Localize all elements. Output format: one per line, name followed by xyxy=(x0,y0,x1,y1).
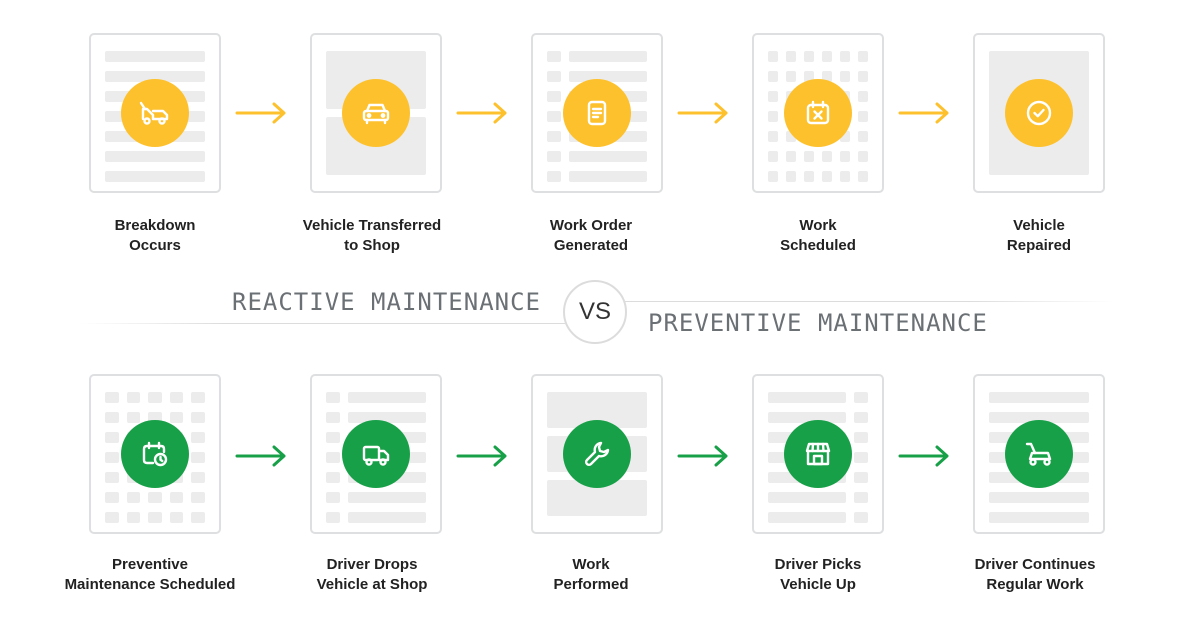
arrow-right-icon xyxy=(456,102,507,124)
vs-badge: VS xyxy=(563,280,627,344)
step-icon-badge xyxy=(784,420,852,488)
label-line: Work xyxy=(799,217,837,234)
calendar-x-icon xyxy=(806,100,830,125)
label-line: Work Order xyxy=(549,217,633,234)
step-icon-badge xyxy=(784,79,852,147)
arrow-right-icon xyxy=(677,102,728,124)
preventive-step-card-4 xyxy=(752,374,884,534)
label-line: Generated xyxy=(553,237,629,254)
tow-truck-icon xyxy=(139,101,169,125)
reactive-step-label-4: Work Scheduled xyxy=(713,216,923,256)
document-icon xyxy=(587,100,607,126)
divider-right xyxy=(625,301,1115,302)
storefront-icon xyxy=(805,442,831,466)
reactive-step-card-3 xyxy=(531,33,663,193)
label-line: Vehicle xyxy=(1013,217,1065,234)
preventive-step-label-2: Driver Drops Vehicle at Shop xyxy=(267,555,477,595)
label-line: Maintenance Scheduled xyxy=(64,576,236,593)
label-line: Vehicle Up xyxy=(780,576,856,593)
reactive-step-card-5 xyxy=(973,33,1105,193)
preventive-step-label-4: Driver Picks Vehicle Up xyxy=(713,555,923,595)
label-line: to Shop xyxy=(344,237,400,254)
label-line: Driver Continues xyxy=(974,556,1096,573)
arrow-right-icon xyxy=(677,445,728,467)
lawn-mower-icon xyxy=(1025,442,1052,466)
preventive-step-label-1: Preventive Maintenance Scheduled xyxy=(45,555,255,595)
truck-icon xyxy=(362,445,390,466)
preventive-step-card-5 xyxy=(973,374,1105,534)
preventive-step-card-1 xyxy=(89,374,221,534)
reactive-step-card-1 xyxy=(89,33,221,193)
preventive-step-label-5: Driver Continues Regular Work xyxy=(930,555,1140,595)
step-icon-badge xyxy=(1005,79,1073,147)
wrench-icon xyxy=(584,441,610,467)
label-line: Repaired xyxy=(1006,237,1072,254)
label-line: Scheduled xyxy=(780,237,856,254)
label-line: Occurs xyxy=(129,237,181,254)
preventive-heading: PREVENTIVE MAINTENANCE xyxy=(648,309,988,337)
reactive-step-label-3: Work Order Generated xyxy=(486,216,696,256)
preventive-step-label-3: Work Performed xyxy=(486,555,696,595)
divider-left xyxy=(80,323,565,324)
calendar-clock-icon xyxy=(142,441,168,467)
label-line: Preventive xyxy=(112,556,188,573)
label-line: Performed xyxy=(553,576,629,593)
label-line: Driver Picks xyxy=(774,556,862,573)
step-icon-badge xyxy=(563,420,631,488)
check-circle-icon xyxy=(1026,100,1052,126)
reactive-step-label-2: Vehicle Transferred to Shop xyxy=(267,216,477,256)
arrow-right-icon xyxy=(898,102,949,124)
step-icon-badge xyxy=(342,420,410,488)
label-line: Vehicle at Shop xyxy=(316,576,428,593)
arrow-right-icon xyxy=(235,445,286,467)
step-icon-badge xyxy=(121,420,189,488)
reactive-step-label-5: Vehicle Repaired xyxy=(934,216,1144,256)
label-line: Vehicle Transferred xyxy=(302,217,442,234)
label-line: Work xyxy=(572,556,610,573)
preventive-step-card-2 xyxy=(310,374,442,534)
step-icon-badge xyxy=(121,79,189,147)
arrow-right-icon xyxy=(898,445,949,467)
preventive-step-card-3 xyxy=(531,374,663,534)
label-line: Driver Drops xyxy=(326,556,418,573)
label-line: Regular Work xyxy=(986,576,1084,593)
label-line: Breakdown xyxy=(114,217,196,234)
reactive-step-label-1: Breakdown Occurs xyxy=(50,216,260,256)
step-icon-badge xyxy=(342,79,410,147)
reactive-heading: REACTIVE MAINTENANCE xyxy=(232,288,541,316)
arrow-right-icon xyxy=(456,445,507,467)
car-icon xyxy=(362,103,390,125)
step-icon-badge xyxy=(1005,420,1073,488)
arrow-right-icon xyxy=(235,102,286,124)
reactive-step-card-2 xyxy=(310,33,442,193)
step-icon-badge xyxy=(563,79,631,147)
reactive-step-card-4 xyxy=(752,33,884,193)
